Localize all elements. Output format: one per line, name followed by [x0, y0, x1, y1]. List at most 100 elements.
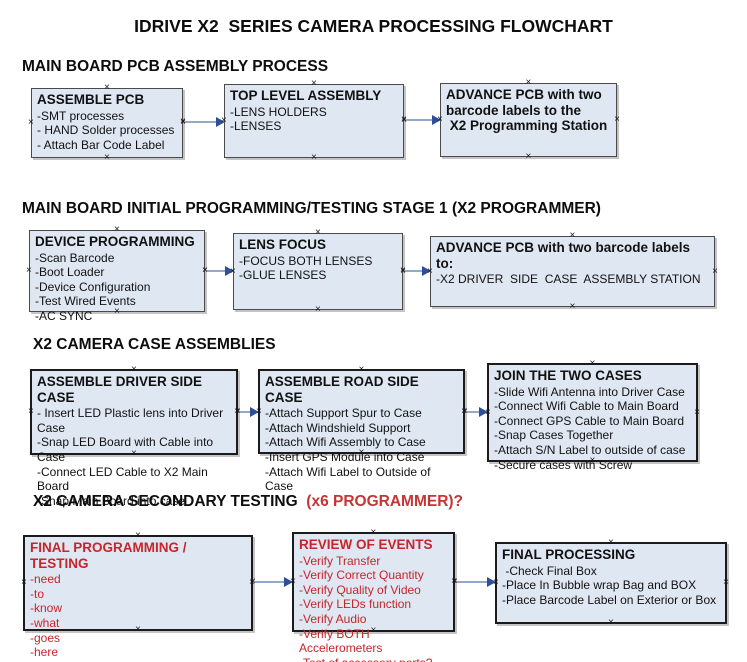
box-item: -Snap Main Board into case — [37, 493, 186, 508]
flow-box-advance-pcb-programming-station: ADVANCE PCB with two barcode labels to t… — [440, 83, 617, 157]
selection-handle-icon — [114, 307, 120, 317]
box-item: -Connect GPS Cable to Main Board — [494, 413, 685, 428]
selection-handle-icon — [114, 225, 120, 235]
flow-box-assemble-driver-side-case: ASSEMBLE DRIVER SIDE CASE - Insert LED P… — [28, 369, 238, 508]
box-item: -Verify Quality of Video — [299, 582, 421, 597]
selection-handle-icon — [311, 79, 317, 89]
box-title: ASSEMBLE PCB — [37, 92, 145, 107]
flow-arrow — [202, 265, 234, 277]
arrow-line — [467, 411, 481, 413]
flow-arrow — [401, 114, 441, 126]
flow-box-join-the-two-cases: JOIN THE TWO CASES -Slide Wifi Antenna i… — [485, 363, 700, 472]
box-title: ADVANCE PCB with two barcode labels to: — [436, 240, 694, 271]
flow-box-advance-pcb-case-station: ADVANCE PCB with two barcode labels to: … — [430, 236, 715, 307]
box-title: REVIEW OF EVENTS — [299, 537, 433, 552]
selection-handle-icon — [359, 448, 365, 458]
box-item-list: -FOCUS BOTH LENSES -GLUE LENSES — [239, 254, 397, 283]
box-item: -Slide Wifi Antenna into Driver Case — [494, 384, 685, 399]
selection-handle-icon — [712, 267, 718, 277]
selection-handle-icon — [131, 449, 137, 459]
flow-arrow — [400, 265, 431, 277]
selection-handle-icon — [230, 267, 236, 277]
section-heading-black-part: X2 CAMERA SECONDARY TESTING — [33, 493, 298, 510]
selection-handle-icon — [290, 577, 296, 587]
selection-handle-icon — [694, 408, 700, 418]
flow-arrow — [452, 576, 496, 588]
selection-handle-icon — [590, 359, 596, 369]
selection-handle-icon — [104, 153, 110, 163]
box-item: -to — [30, 586, 45, 601]
box-title: FINAL PROGRAMMING / TESTING — [30, 540, 191, 571]
selection-handle-icon — [437, 115, 443, 125]
box-item: -Attach Wifi Label to Outside of Case — [265, 464, 434, 494]
box-item: -what — [30, 615, 60, 630]
box-item: -Snap Cases Together — [494, 428, 614, 443]
selection-handle-icon — [723, 578, 729, 588]
box-title: ASSEMBLE DRIVER SIDE CASE — [37, 374, 206, 405]
box-item: -FOCUS BOTH LENSES — [239, 253, 373, 268]
box-item: -Verify Transfer — [299, 553, 381, 568]
selection-handle-icon — [493, 578, 499, 588]
box-title: TOP LEVEL ASSEMBLY — [230, 88, 382, 103]
arrow-line — [406, 119, 434, 121]
selection-handle-icon — [570, 302, 576, 312]
box-item: -Check Final Box — [502, 563, 597, 578]
selection-handle-icon — [26, 266, 32, 276]
selection-handle-icon — [28, 407, 34, 417]
arrowhead-icon — [487, 577, 496, 587]
box-item: -LENS HOLDERS — [230, 104, 327, 119]
section-heading-pcb-assembly: MAIN BOARD PCB ASSEMBLY PROCESS — [22, 58, 329, 75]
flow-box-review-of-events: REVIEW OF EVENTS -Verify Transfer -Verif… — [290, 532, 455, 662]
box-item: -Connect Wifi Cable to Main Board — [494, 399, 679, 414]
selection-handle-icon — [315, 305, 321, 315]
section-heading-red-part: (x6 PROGRAMMER)? — [297, 493, 464, 510]
box-item: -Place In Bubble wrap Bag and BOX — [502, 578, 697, 593]
selection-handle-icon — [526, 152, 532, 162]
box-item: -Attach Windshield Support — [265, 420, 411, 435]
flow-arrow — [180, 116, 225, 128]
selection-handle-icon — [371, 528, 377, 538]
arrow-line — [405, 270, 424, 272]
selection-handle-icon — [590, 456, 596, 466]
selection-handle-icon — [256, 407, 262, 417]
box-item: - Insert LED Plastic lens into Driver Ca… — [37, 406, 227, 435]
box-title: LENS FOCUS — [239, 237, 327, 252]
box-item-list: -Slide Wifi Antenna into Driver Case -Co… — [494, 385, 691, 473]
selection-handle-icon — [608, 538, 614, 548]
arrowhead-icon — [250, 407, 259, 417]
box-item: -Verify BOTH Accelerometers — [299, 626, 383, 656]
flow-box-lens-focus: LENS FOCUS -FOCUS BOTH LENSES -GLUE LENS… — [233, 233, 403, 310]
box-item: -Boot Loader — [35, 265, 105, 280]
selection-handle-icon — [485, 408, 491, 418]
box-item: -Secure cases with Screw — [494, 457, 633, 472]
selection-handle-icon — [315, 228, 321, 238]
arrow-line — [207, 270, 227, 272]
flow-box-final-processing: FINAL PROCESSING -Check Final Box -Place… — [495, 542, 727, 624]
arrowhead-icon — [284, 577, 293, 587]
box-title: ASSEMBLE ROAD SIDE CASE — [265, 374, 423, 405]
box-title: DEVICE PROGRAMMING — [35, 234, 195, 249]
selection-handle-icon — [614, 115, 620, 125]
flow-box-top-level-assembly: TOP LEVEL ASSEMBLY -LENS HOLDERS -LENSES — [224, 84, 404, 158]
box-item: -Attach S/N Label to outside of case — [494, 443, 686, 458]
box-title: ADVANCE PCB with two barcode labels to t… — [446, 87, 608, 134]
box-item: -Verify Correct Quantity — [299, 568, 424, 583]
box-item: -GLUE LENSES — [239, 268, 327, 283]
box-item: -Connect LED Cable to X2 Main Board — [37, 464, 212, 494]
box-item-list: - Insert LED Plastic lens into Driver Ca… — [37, 406, 231, 508]
box-title: FINAL PROCESSING — [502, 547, 636, 562]
box-item-list: -Check Final Box -Place In Bubble wrap B… — [502, 564, 720, 608]
arrow-line — [457, 581, 489, 583]
box-item: -AC SYNC — [35, 309, 93, 324]
box-item: - Attach Bar Code Label — [37, 137, 165, 152]
box-item-list: -SMT processes - HAND Solder processes -… — [37, 109, 177, 153]
box-item: -Snap LED Board with Cable into Case — [37, 435, 217, 464]
selection-handle-icon — [104, 83, 110, 93]
box-item: -Verify Audio — [299, 612, 367, 627]
box-item: - HAND Solder processes — [37, 123, 175, 138]
box-item-list: -Scan Barcode -Boot Loader -Device Confi… — [35, 251, 199, 324]
box-item-list: -X2 DRIVER SIDE CASE ASSEMBLY STATION — [436, 272, 709, 287]
selection-handle-icon — [135, 531, 141, 541]
selection-handle-icon — [570, 231, 576, 241]
